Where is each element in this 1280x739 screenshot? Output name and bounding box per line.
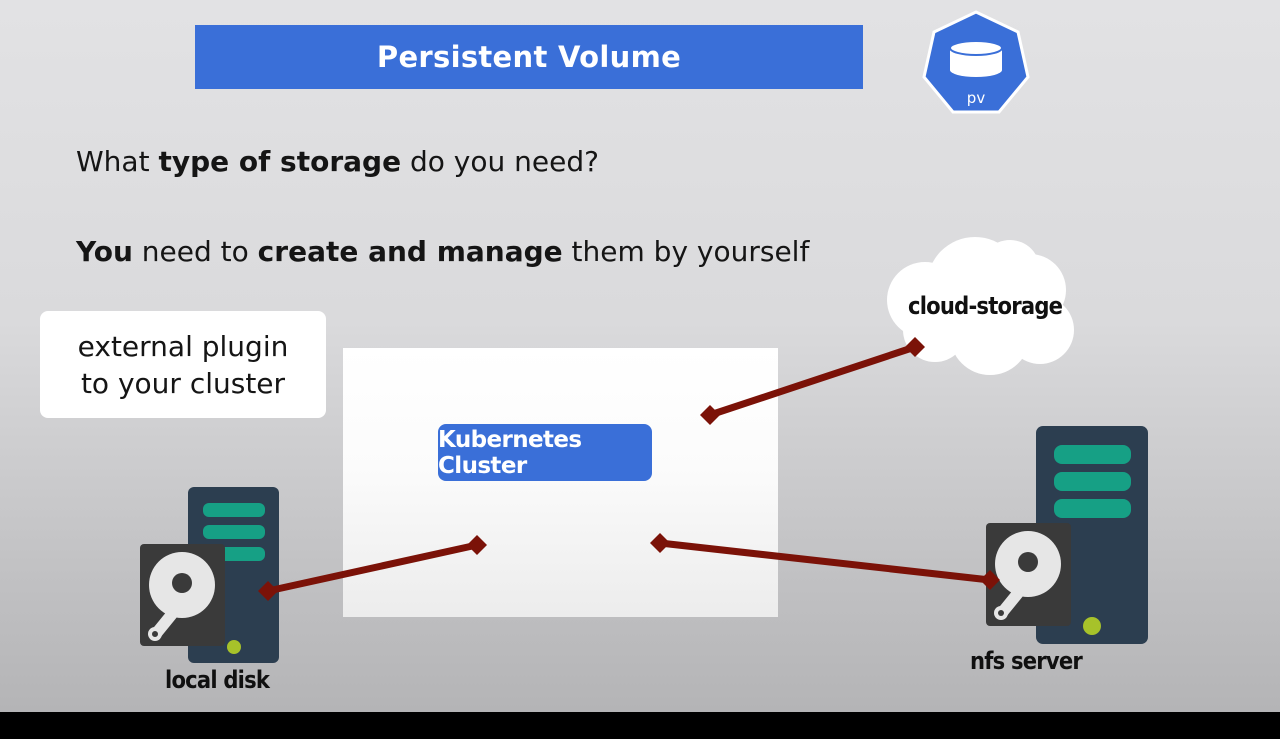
- plugin-note-box: external plugin to your cluster: [40, 311, 326, 418]
- cloud-connector-end-cloud: [905, 337, 925, 357]
- cluster-label: Kubernetes Cluster: [438, 424, 652, 481]
- plugin-note-line-1: external plugin: [77, 329, 289, 363]
- pv-badge-label: pv: [967, 89, 986, 107]
- slide-title: Persistent Volume: [195, 25, 863, 89]
- nfs-server-label: nfs server: [970, 647, 1083, 675]
- pv-badge-icon: pv: [922, 10, 1030, 114]
- nfs-connector-end-server: [980, 570, 1000, 590]
- question-text: What type of storage do you need?: [76, 145, 599, 178]
- statement-text: You need to create and manage them by yo…: [76, 235, 810, 268]
- plugin-note-line-2: to your cluster: [80, 366, 286, 400]
- slide: Persistent Volume pv What type of storag…: [0, 0, 1280, 712]
- cloud-storage-label: cloud-storage: [908, 292, 1063, 320]
- bottom-black-bar: [0, 712, 1280, 739]
- local-disk-label: local disk: [165, 666, 270, 694]
- local-disk-connector-end-disk: [258, 581, 278, 601]
- cluster-area: [343, 348, 778, 617]
